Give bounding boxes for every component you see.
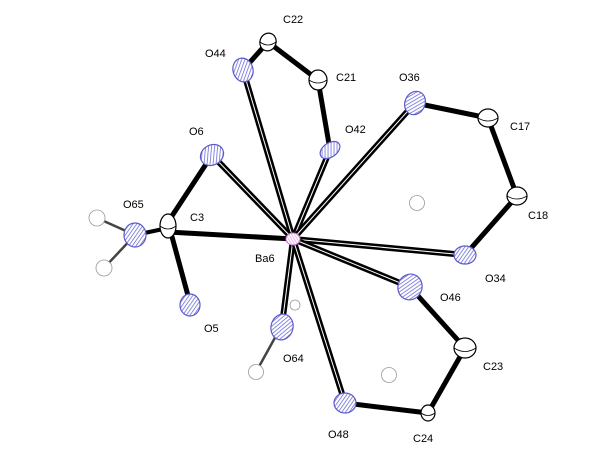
atom-o64 [270,313,294,341]
label-c17: C17 [510,121,530,133]
bond-ba6-c3 [167,229,294,242]
hydrogen-atom [289,299,301,311]
oxygen-atoms [123,57,477,414]
atom-c22 [259,32,277,52]
atom-o42 [319,140,341,160]
bond-o36-c17 [414,100,489,121]
label-o34: O34 [485,273,506,285]
label-c18: C18 [528,210,548,222]
hydrogen-atom [88,209,106,227]
atom-c23 [453,337,477,359]
atom-c21 [308,69,328,91]
label-o46: O46 [440,292,461,304]
atom-o6 [199,143,225,167]
hydrogen-atom [381,367,397,383]
label-o6: O6 [189,126,204,138]
label-c21: C21 [336,72,356,84]
bond-c23-c24 [425,346,468,415]
label-o48: O48 [328,429,349,441]
label-c23: C23 [483,361,503,373]
label-o42: O42 [345,124,366,136]
label-ba6: Ba6 [255,253,275,265]
label-o64: O64 [283,353,304,365]
label-c22: C22 [283,14,303,26]
atom-o44 [232,57,254,83]
hydrogen-atom [409,195,425,211]
bond-c24-o48 [344,400,429,416]
atom-c18 [506,186,528,206]
atom-c17 [477,108,499,128]
bond-c21-o42 [315,79,333,151]
atom-o65 [123,222,147,248]
label-o5: O5 [204,323,219,335]
atom-o46 [397,273,423,301]
atom-labels: Ba6 O6 O44 C22 C21 O36 C17 O42 C18 O65 C… [123,14,548,445]
label-c3: C3 [190,212,204,224]
atom-o48 [333,392,357,414]
hydrogen-atom [248,364,264,380]
label-o44: O44 [205,48,226,60]
label-o65: O65 [123,199,144,211]
carbon-atoms [159,32,528,422]
ba-coordination-bonds [167,69,466,404]
hydrogen-atoms [88,195,425,383]
atom-c24 [420,404,436,422]
label-o36: O36 [399,72,420,84]
atom-o36 [404,90,426,116]
bond-c17-c18 [485,117,520,197]
atom-o5 [179,293,201,317]
bond-c22-c21 [266,40,320,82]
atom-ba6 [285,232,301,246]
atom-c3 [159,213,177,239]
label-c24: C24 [413,433,433,445]
bond-o46-c23 [408,285,467,350]
hydrogen-atom [95,259,113,277]
bond-o6-c3 [165,153,215,224]
bond-c18-o34 [463,194,519,257]
atom-o34 [453,245,477,265]
